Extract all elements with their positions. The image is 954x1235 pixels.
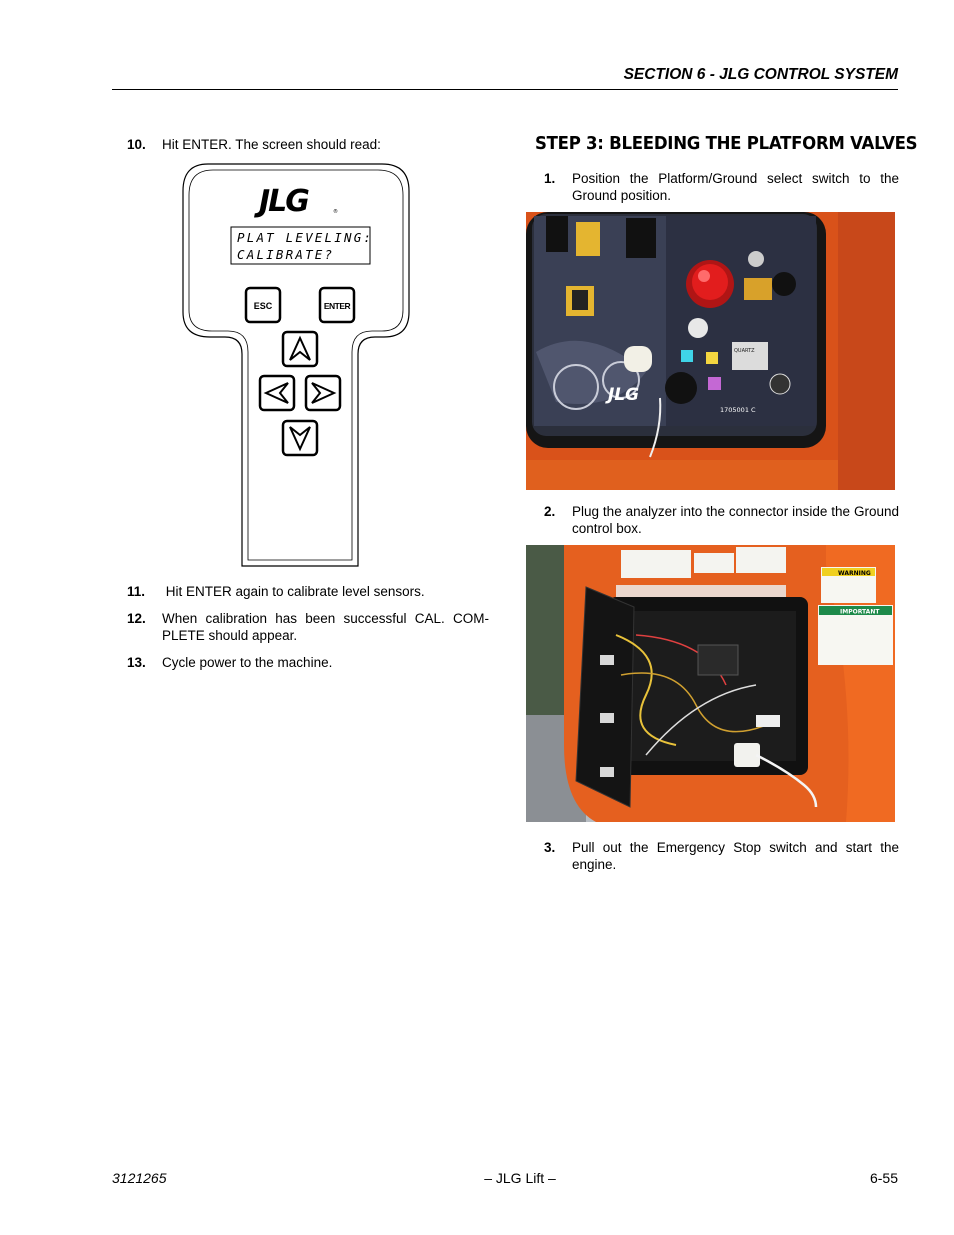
header-rule [112,89,898,90]
document-number: 3121265 [112,1170,167,1186]
step-number: 10. [127,137,146,152]
step-number: 3. [544,840,556,855]
display-line-2: CALIBRATE? [237,247,334,262]
analyzer-display [230,226,371,265]
step-number: 13. [127,655,146,670]
step-text: Cycle power to the machine. [162,655,333,670]
jlg-logo: JLG [254,184,309,219]
section-title: STEP 3: BLEEDING THE PLATFORM VALVES [535,133,918,154]
footer-center: – JLG Lift – [484,1170,556,1186]
step-text: Pull out the Emergency Stop switch and s… [572,840,899,872]
enter-label: ENTER [324,301,351,311]
step-number: 12. [127,611,146,626]
step-text: Hit ENTER again to calibrate level senso… [162,584,425,599]
down-arrow-button[interactable] [281,419,319,457]
step-text: Position the Platform/Ground select swit… [572,171,899,203]
left-arrow-icon [263,382,289,404]
step-text: Hit ENTER. The screen should read: [162,137,381,152]
warning-label: WARNING [838,570,871,577]
photo-jlg-logo: JLG [605,385,639,405]
svg-text:®: ® [333,208,338,215]
page-number: 6-55 [869,1170,898,1186]
step-number: 1. [544,171,556,186]
important-label: IMPORTANT [840,609,880,616]
meter-label: QUARTZ [734,348,755,354]
esc-button[interactable]: ESC [244,286,282,324]
ground-control-box-photo: WARNING IMPORTANT [526,545,895,822]
control-panel-photo: JLG QUARTZ 1705001 C [526,212,895,490]
analyzer-illustration: JLG ® PLAT LEVELING: CALIBRATE? ESC ENTE… [182,163,410,567]
part-number-label: 1705001 C [720,406,756,414]
up-arrow-button[interactable] [281,330,319,368]
display-line-1: PLAT LEVELING: [237,230,373,245]
right-arrow-icon [311,382,337,404]
enter-button[interactable]: ENTER [318,286,356,324]
section-header: SECTION 6 - JLG CONTROL SYSTEM [623,66,898,83]
step-number: 11. [127,584,146,599]
right-arrow-button[interactable] [304,374,342,412]
esc-label: ESC [254,301,273,311]
up-arrow-icon [289,335,311,361]
step-number: 2. [544,504,556,519]
step-text: Plug the analyzer into the connector ins… [572,504,899,536]
left-arrow-button[interactable] [258,374,296,412]
step-text: When calibration has been successful CAL… [162,611,489,643]
down-arrow-icon [289,426,311,452]
